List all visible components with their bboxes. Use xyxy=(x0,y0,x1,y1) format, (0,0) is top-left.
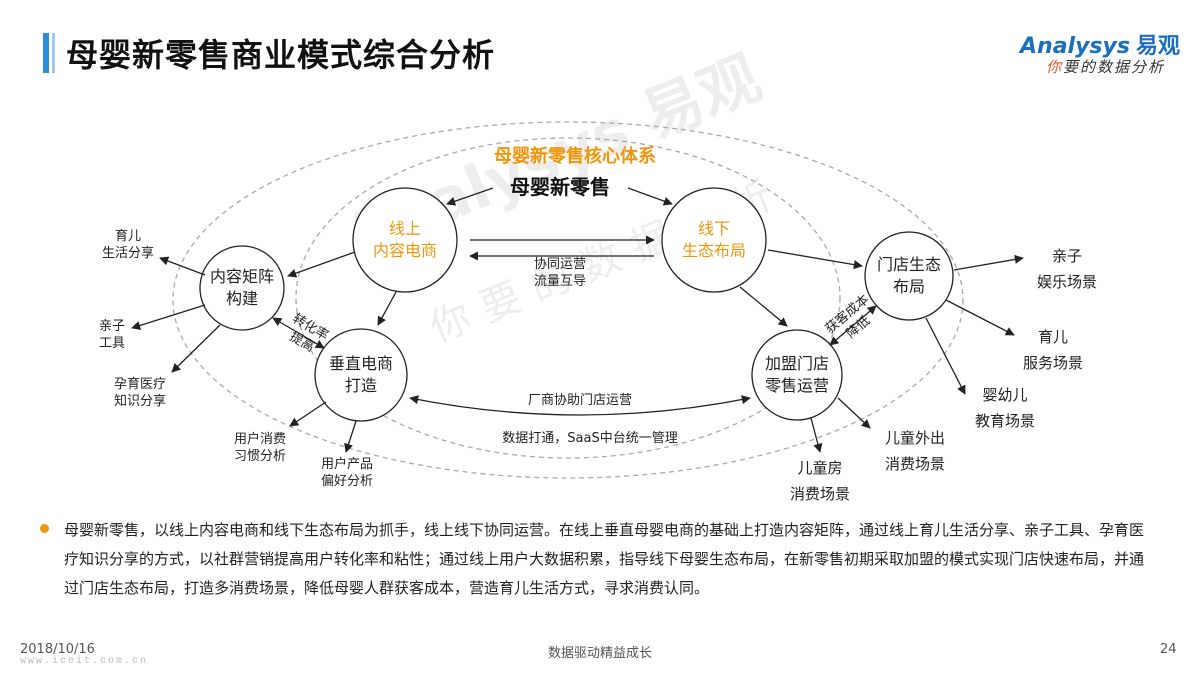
arrow-franchise-store-bidirectional xyxy=(829,305,877,346)
node-offline-circle xyxy=(661,187,767,293)
node-content-matrix-circle xyxy=(199,245,285,331)
arrow-to-kids-room xyxy=(810,417,823,453)
node-online-line1: 线上 xyxy=(388,219,421,238)
leaf-parenting-service: 育儿 服务场景 xyxy=(1010,324,1096,376)
arrow-to-infant-edu xyxy=(925,317,966,395)
label-coop-ops: 协同运营 xyxy=(533,257,586,272)
leaf-family-fun-line2: 娱乐场景 xyxy=(1036,273,1097,291)
summary-bullet xyxy=(40,524,49,533)
leaf-consumption-habits: 用户消费 习惯分析 xyxy=(220,431,300,465)
leaf-pregnancy-knowledge: 孕育医疗 知识分享 xyxy=(100,376,180,410)
leaf-parent-tools-line2: 工具 xyxy=(98,336,125,351)
node-store-ecology-line2: 布局 xyxy=(892,277,925,296)
leaf-infant-edu-line1: 婴幼儿 xyxy=(982,386,1028,404)
arrow-to-family-fun xyxy=(953,254,1024,271)
core-system-subtitle: 母婴新零售 xyxy=(510,175,610,199)
footer-slogan: 数据驱动精益成长 xyxy=(547,646,652,661)
node-online: 线上 内容电商 xyxy=(355,218,455,262)
label-traffic: 流量互导 xyxy=(533,274,586,289)
arrow-to-parent-tools xyxy=(131,304,206,330)
node-vertical-ecom-line1: 垂直电商 xyxy=(328,354,393,373)
node-offline: 线下 生态布局 xyxy=(664,218,764,262)
node-store-ecology-circle xyxy=(864,231,954,321)
arrow-core-to-offline xyxy=(627,187,673,206)
arrow-online-to-vertical-ecom xyxy=(377,291,397,326)
logo-brand-cn: 易观 xyxy=(1135,34,1180,59)
title-accent-bar-light xyxy=(52,33,55,73)
arrow-to-pregnancy-knowledge xyxy=(171,324,221,373)
node-offline-line1: 线下 xyxy=(697,219,730,238)
node-online-line2: 内容电商 xyxy=(372,241,437,260)
inner-dashed-ellipse xyxy=(295,137,841,459)
leaf-kids-outing-line2: 消费场景 xyxy=(884,455,945,473)
leaf-parenting-share-line1: 育儿 xyxy=(114,229,141,244)
leaf-parenting-service-line2: 服务场景 xyxy=(1022,354,1083,372)
leaf-pregnancy-knowledge-line1: 孕育医疗 xyxy=(113,377,166,392)
node-vertical-ecom-circle xyxy=(314,328,408,422)
arrow-vertical-franchise-curve xyxy=(409,395,751,416)
leaf-family-fun: 亲子 娱乐场景 xyxy=(1024,243,1110,295)
leaf-kids-room-line2: 消费场景 xyxy=(789,485,850,503)
logo-tagline-you: 你 xyxy=(1046,58,1064,76)
logo-brand-en: Analysys xyxy=(1020,34,1130,59)
node-store-ecology-line1: 门店生态 xyxy=(876,255,941,274)
leaf-kids-room: 儿童房 消费场景 xyxy=(780,455,860,507)
arrow-offline-to-franchise xyxy=(739,286,788,327)
node-vertical-ecom-line2: 打造 xyxy=(344,376,377,395)
node-store-ecology: 门店生态 布局 xyxy=(865,254,953,298)
footer-page-number: 24 xyxy=(1160,642,1177,657)
leaf-consumption-habits-line2: 习惯分析 xyxy=(233,449,286,464)
leaf-parent-tools: 亲子 工具 xyxy=(82,318,142,352)
label-manufacturer: 厂商协助门店运营 xyxy=(527,393,632,408)
leaf-infant-edu: 婴幼儿 教育场景 xyxy=(965,382,1045,434)
leaf-pregnancy-knowledge-line2: 知识分享 xyxy=(113,394,166,409)
node-franchise-line2: 零售运营 xyxy=(764,376,829,395)
leaf-parenting-service-line1: 育儿 xyxy=(1037,328,1068,346)
node-franchise-circle xyxy=(751,329,843,421)
node-franchise: 加盟门店 零售运营 xyxy=(752,353,842,397)
summary-text: 母婴新零售，以线上内容电商和线下生态布局为抓手，线上线下协同运营。在线上垂直母婴… xyxy=(64,521,1145,597)
leaf-parent-tools-line1: 亲子 xyxy=(98,319,125,334)
leaf-parenting-share: 育儿 生活分享 xyxy=(88,228,168,262)
arrow-to-parenting-service xyxy=(945,299,1015,336)
logo-tagline: 你要的数据分析 xyxy=(1046,56,1165,77)
label-saas: 数据打通，SaaS中台统一管理 xyxy=(502,431,678,446)
leaf-family-fun-line1: 亲子 xyxy=(1051,247,1082,265)
arrow-to-product-preference xyxy=(344,420,357,453)
arrow-online-to-content-matrix xyxy=(287,251,356,278)
arrow-core-to-online xyxy=(446,187,494,206)
arrow-to-consumption-habits xyxy=(289,401,327,427)
arrow-to-kids-outing xyxy=(837,397,871,429)
title-accent-bar xyxy=(43,33,49,73)
logo-tagline-rest: 要的数据分析 xyxy=(1063,58,1166,76)
arrow-content-vertical-bidirectional xyxy=(272,317,325,349)
node-online-circle xyxy=(352,187,458,293)
footer-url: www.iceit.com.cn xyxy=(20,656,149,667)
arrow-to-parenting-share xyxy=(159,256,206,276)
page-title: 母婴新零售商业模式综合分析 xyxy=(66,36,496,74)
leaf-kids-outing-line1: 儿童外出 xyxy=(884,429,945,447)
core-system-title: 母婴新零售核心体系 xyxy=(494,146,656,167)
outer-dashed-ellipse xyxy=(172,121,964,479)
leaf-parenting-share-line2: 生活分享 xyxy=(101,246,154,261)
leaf-product-preference: 用户产品 偏好分析 xyxy=(307,456,387,490)
leaf-kids-outing: 儿童外出 消费场景 xyxy=(872,425,958,477)
node-content-matrix-line1: 内容矩阵 xyxy=(209,267,274,286)
leaf-kids-room-line1: 儿童房 xyxy=(797,459,843,477)
leaf-product-preference-line2: 偏好分析 xyxy=(320,474,373,489)
node-offline-line2: 生态布局 xyxy=(681,241,746,260)
node-franchise-line1: 加盟门店 xyxy=(764,354,829,373)
node-content-matrix: 内容矩阵 构建 xyxy=(200,266,284,310)
arrow-offline-to-store-ecology xyxy=(767,249,863,270)
footer-date: 2018/10/16 xyxy=(20,642,95,657)
leaf-product-preference-line1: 用户产品 xyxy=(320,457,373,472)
leaf-infant-edu-line2: 教育场景 xyxy=(974,412,1035,430)
node-content-matrix-line2: 构建 xyxy=(225,289,258,308)
leaf-consumption-habits-line1: 用户消费 xyxy=(233,432,286,447)
node-vertical-ecom: 垂直电商 打造 xyxy=(315,353,407,397)
